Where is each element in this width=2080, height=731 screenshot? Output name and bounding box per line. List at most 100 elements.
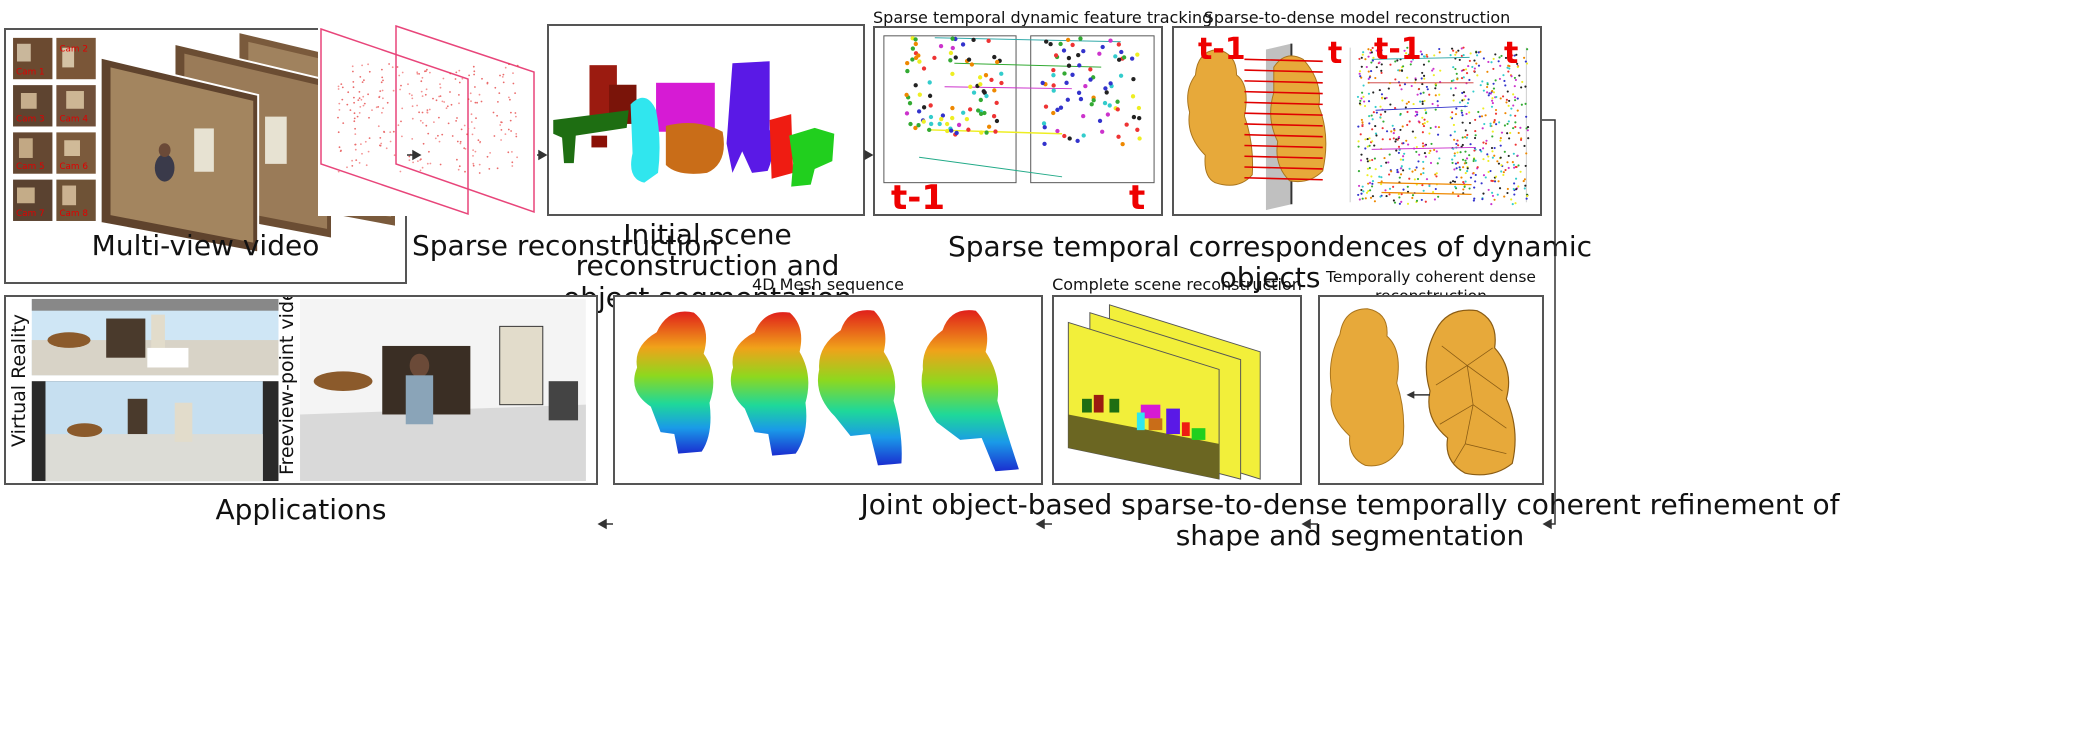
feature-point bbox=[1465, 157, 1469, 160]
feature-point bbox=[1486, 70, 1489, 73]
feature-point bbox=[347, 91, 350, 94]
feature-point bbox=[1116, 134, 1121, 139]
feature-point bbox=[1070, 72, 1075, 77]
feature-point bbox=[1449, 116, 1452, 119]
feature-point bbox=[961, 110, 966, 115]
feature-point bbox=[1506, 90, 1509, 93]
feature-point bbox=[1421, 116, 1424, 119]
feature-point bbox=[1113, 54, 1118, 59]
feature-point bbox=[1421, 184, 1424, 187]
feature-point bbox=[1396, 171, 1399, 174]
feature-point bbox=[1425, 53, 1428, 56]
feature-point bbox=[1461, 143, 1464, 147]
feature-point bbox=[509, 98, 511, 101]
feature-point bbox=[1422, 74, 1426, 77]
feature-point bbox=[508, 96, 510, 99]
feature-point bbox=[1500, 170, 1503, 173]
mesh-sequence-illustration bbox=[634, 310, 1019, 472]
feature-point bbox=[1042, 125, 1047, 130]
feature-point bbox=[439, 95, 442, 97]
feature-point bbox=[1492, 82, 1495, 85]
feature-point bbox=[1472, 199, 1475, 202]
feature-point bbox=[1481, 127, 1484, 130]
feature-point bbox=[1372, 91, 1375, 94]
feature-point bbox=[1487, 188, 1490, 191]
feature-point bbox=[396, 66, 399, 68]
feature-point bbox=[1486, 153, 1489, 156]
feature-point bbox=[1399, 173, 1403, 176]
feature-point bbox=[1371, 195, 1375, 198]
feature-point bbox=[421, 166, 424, 169]
feature-point bbox=[416, 72, 419, 75]
feature-point bbox=[1360, 153, 1363, 156]
virtual-reality-label: Virtual Reality bbox=[8, 313, 30, 447]
feature-point bbox=[1490, 61, 1493, 64]
feature-point bbox=[1472, 158, 1476, 161]
camera-label: Cam 4 bbox=[59, 115, 88, 125]
feature-point bbox=[510, 130, 512, 132]
feature-point bbox=[1360, 65, 1363, 68]
feature-point bbox=[1482, 141, 1485, 144]
feature-point bbox=[474, 150, 477, 153]
feature-point bbox=[928, 114, 934, 120]
feature-point bbox=[1460, 77, 1464, 80]
feature-point bbox=[1455, 142, 1458, 145]
feature-point bbox=[1492, 91, 1496, 94]
feature-point bbox=[1403, 83, 1407, 86]
feature-point bbox=[1436, 133, 1440, 136]
feature-point bbox=[463, 124, 466, 127]
feature-point bbox=[1053, 53, 1059, 58]
feature-point bbox=[1368, 144, 1371, 147]
feature-point bbox=[507, 151, 510, 154]
feature-point bbox=[1409, 63, 1412, 66]
feature-point bbox=[1467, 65, 1470, 68]
feature-point bbox=[1475, 51, 1478, 54]
feature-point bbox=[418, 73, 420, 75]
correspondence-arrow bbox=[1244, 69, 1323, 73]
feature-point bbox=[986, 38, 991, 43]
feature-point bbox=[1491, 150, 1494, 153]
feature-point bbox=[1414, 136, 1417, 139]
feature-point bbox=[507, 128, 510, 131]
feature-point bbox=[438, 116, 440, 119]
feature-point bbox=[1464, 159, 1467, 162]
feature-point bbox=[1367, 182, 1370, 185]
feature-point bbox=[1425, 178, 1429, 181]
feature-point bbox=[1385, 130, 1389, 133]
feature-point bbox=[1051, 88, 1056, 93]
feature-point bbox=[1103, 86, 1108, 91]
feature-point bbox=[1526, 125, 1530, 129]
feature-point bbox=[1473, 197, 1476, 200]
feature-point bbox=[1392, 137, 1395, 140]
feature-point bbox=[1525, 152, 1528, 155]
feature-point bbox=[1482, 107, 1485, 110]
feature-point bbox=[1363, 104, 1367, 108]
feature-point bbox=[1517, 131, 1520, 135]
feature-point bbox=[927, 93, 933, 98]
feature-point bbox=[1089, 102, 1094, 107]
feature-point bbox=[1495, 95, 1498, 99]
feature-point bbox=[1512, 104, 1515, 107]
feature-point bbox=[1453, 168, 1456, 171]
feature-point bbox=[1481, 198, 1484, 201]
feature-point bbox=[1394, 107, 1397, 110]
feature-point bbox=[473, 70, 476, 73]
freeview-video-label: Freeview-point video bbox=[276, 295, 298, 475]
feature-point bbox=[1526, 48, 1529, 51]
feature-point bbox=[989, 77, 994, 83]
feature-point bbox=[1516, 62, 1519, 66]
feature-point bbox=[1491, 179, 1494, 183]
feature-point bbox=[1435, 172, 1438, 175]
feature-point bbox=[362, 95, 365, 98]
feature-point bbox=[1465, 161, 1468, 164]
feature-point bbox=[1380, 176, 1383, 179]
feature-point bbox=[383, 131, 386, 133]
feature-point bbox=[473, 73, 475, 76]
camera-label: Cam 1 bbox=[16, 67, 45, 77]
feature-point bbox=[355, 159, 358, 162]
feature-point bbox=[1366, 167, 1370, 170]
feature-point bbox=[1371, 182, 1374, 185]
feature-point bbox=[905, 60, 910, 66]
feature-point bbox=[1464, 68, 1468, 71]
feature-point bbox=[1400, 69, 1404, 72]
